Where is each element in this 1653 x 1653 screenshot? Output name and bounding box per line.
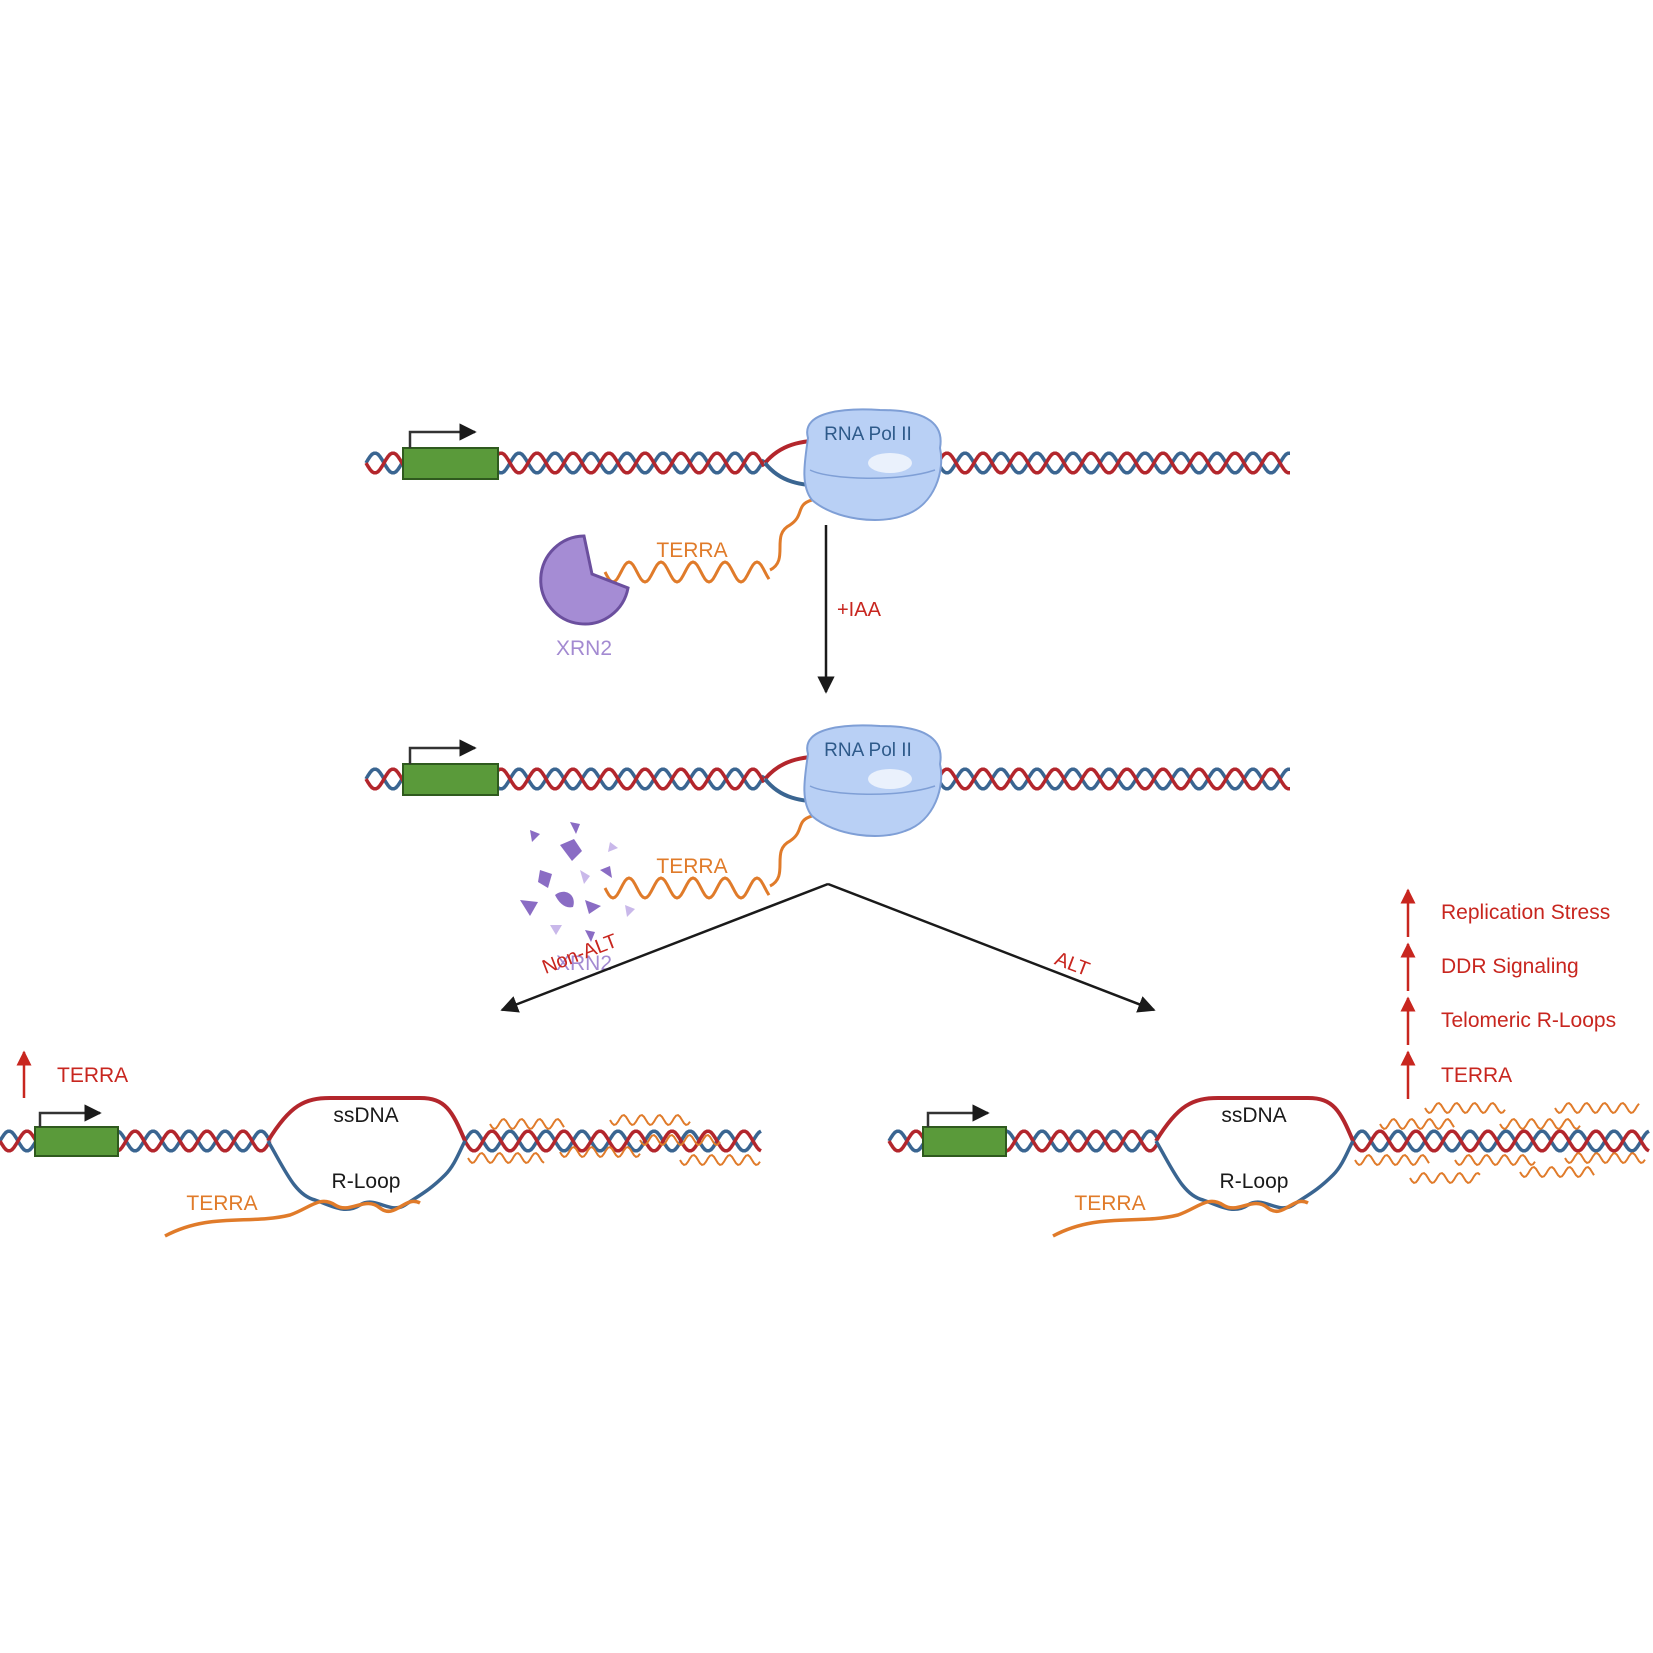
dna-strand-red bbox=[918, 767, 1290, 791]
terra-label: TERRA bbox=[1074, 1192, 1145, 1215]
dna-strand-blue bbox=[918, 451, 1290, 475]
terra-transcripts-cluster bbox=[1354, 1101, 1646, 1185]
top-dna-right bbox=[918, 451, 1290, 475]
rloop-dna-strand bbox=[266, 1140, 467, 1211]
rna-pol-ii: RNA Pol II bbox=[803, 408, 943, 521]
terra-transcript-tail bbox=[769, 814, 813, 888]
alt-branch-arrow bbox=[827, 882, 1156, 1013]
rloop-dna-strand bbox=[1154, 1140, 1355, 1211]
dna-strand-red bbox=[918, 451, 1290, 475]
promoter-box bbox=[34, 1126, 119, 1157]
iaa-label: +IAA bbox=[837, 599, 882, 621]
xrn2-label: XRN2 bbox=[556, 952, 612, 975]
dna-strand-red bbox=[1351, 1129, 1650, 1153]
rna-pol-ii: RNA Pol II bbox=[803, 724, 943, 837]
terra-rna-strand bbox=[164, 1199, 421, 1238]
non-alt-branch-arrow bbox=[500, 882, 829, 1013]
terra-transcript-tail bbox=[769, 498, 813, 572]
terra-rna-strand bbox=[1052, 1199, 1309, 1238]
dna-strand-blue bbox=[918, 767, 1290, 791]
ssdna-label: ssDNA bbox=[1221, 1104, 1286, 1127]
bottom-left-panel: TERRA ssDNA R-Loop TERRA bbox=[0, 1050, 762, 1238]
effect-telomeric-r-loops: Telomeric R-Loops bbox=[1441, 1009, 1616, 1032]
middle-panel: RNA Pol II TERRA XRN2 Non-ALT ALT bbox=[364, 724, 1290, 1013]
promoter-arrow bbox=[408, 423, 477, 448]
promoter-arrow bbox=[38, 1104, 102, 1127]
rloop-label: R-Loop bbox=[1220, 1170, 1289, 1193]
br-dna-right bbox=[1351, 1129, 1650, 1153]
dna-strand-blue bbox=[1351, 1129, 1650, 1153]
promoter-box bbox=[402, 763, 499, 796]
promoter-box bbox=[402, 447, 499, 480]
pol-label: RNA Pol II bbox=[824, 424, 912, 445]
xrn2-label: XRN2 bbox=[556, 637, 612, 660]
ssdna-strand bbox=[1154, 1096, 1355, 1143]
terra-transcript bbox=[603, 560, 771, 584]
effects-list: Replication Stress DDR Signaling Telomer… bbox=[1400, 888, 1616, 1099]
dna-strand-red bbox=[463, 1129, 762, 1153]
effect-replication-stress: Replication Stress bbox=[1441, 901, 1610, 924]
pol-label: RNA Pol II bbox=[824, 740, 912, 761]
terra-transcripts-cluster bbox=[467, 1113, 761, 1167]
bl-dna-right bbox=[463, 1129, 762, 1153]
effect-terra: TERRA bbox=[1441, 1064, 1512, 1087]
mid-dna-right bbox=[918, 767, 1290, 791]
promoter-arrow bbox=[926, 1104, 990, 1127]
terra-transcript bbox=[603, 876, 771, 900]
top-panel: RNA Pol II XRN2 TERRA +IAA bbox=[364, 408, 1290, 694]
xrn2-enzyme bbox=[539, 534, 630, 626]
promoter-arrow bbox=[408, 739, 477, 764]
terra-label: TERRA bbox=[186, 1192, 257, 1215]
ssdna-label: ssDNA bbox=[333, 1104, 398, 1127]
effect-ddr-signaling: DDR Signaling bbox=[1441, 955, 1579, 978]
rloop-label: R-Loop bbox=[332, 1170, 401, 1193]
terra-label: TERRA bbox=[656, 855, 727, 878]
alt-label: ALT bbox=[1052, 948, 1093, 981]
degraded-xrn2-fragments bbox=[520, 822, 635, 942]
dna-strand-blue bbox=[463, 1129, 762, 1153]
up-terra-label: TERRA bbox=[57, 1064, 128, 1087]
bottom-right-panel: ssDNA R-Loop TERRA Replication Stress DD… bbox=[887, 888, 1650, 1238]
promoter-box bbox=[922, 1126, 1007, 1157]
ssdna-strand bbox=[266, 1096, 467, 1143]
terra-label: TERRA bbox=[656, 539, 727, 562]
